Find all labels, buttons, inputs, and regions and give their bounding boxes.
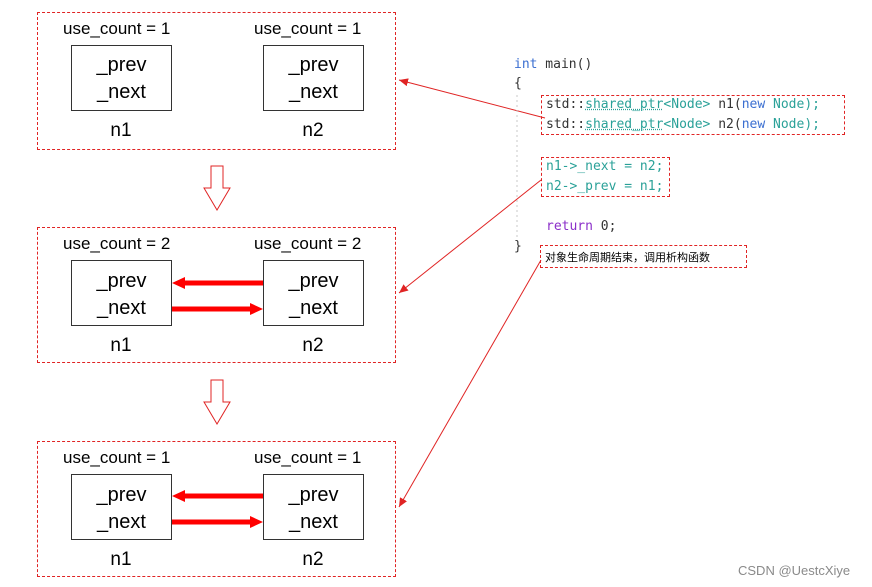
code-main-signature: main()	[537, 57, 593, 72]
down-arrow-1	[203, 165, 231, 211]
n2-prev-field: _prev	[288, 484, 339, 506]
n1-prev-field: _prev	[96, 270, 147, 292]
node-n1-box: _prev _next	[71, 260, 172, 326]
n2-use-count: use_count = 1	[254, 19, 362, 38]
code-return-value: 0;	[592, 219, 617, 234]
n2-label: n2	[302, 335, 324, 356]
n2-use-count: use_count = 2	[254, 234, 362, 253]
code-new: new	[741, 97, 766, 112]
node-n2-box: _prev _next	[263, 45, 364, 111]
code-var: n1(	[710, 97, 742, 112]
code-type: <Node>	[663, 97, 711, 112]
n1-next-field: _next	[97, 511, 146, 533]
destructor-note: 对象生命周期结束，调用析构函数	[545, 251, 710, 264]
prev-pointer-arrowhead-2	[172, 277, 185, 289]
n1-use-count: use_count = 1	[63, 19, 171, 38]
note-box	[540, 245, 747, 268]
code-line-2: std::shared_ptr<Node> n2(new Node);	[546, 117, 820, 132]
n1-use-count: use_count = 1	[63, 448, 171, 467]
code-line-3: n1->_next = n2;	[546, 159, 664, 174]
node-n2-box: _prev _next	[263, 260, 364, 326]
code-highlight-box-2	[541, 157, 670, 197]
state-panel-3	[37, 441, 396, 577]
code-var: n2(	[710, 117, 742, 132]
state-panel-1	[37, 12, 396, 150]
next-pointer-arrowhead-2	[250, 303, 263, 315]
code-highlight-box-1	[541, 95, 845, 135]
code-type: <Node>	[663, 117, 711, 132]
n1-prev-field: _prev	[96, 54, 147, 76]
code-new: new	[741, 117, 766, 132]
watermark: CSDN @UestcXiye	[738, 563, 851, 578]
down-arrow-2	[203, 379, 231, 425]
connector-to-panel-2	[398, 179, 542, 294]
n1-label: n1	[110, 120, 132, 141]
n1-label: n1	[110, 335, 132, 356]
state-panel-2	[37, 227, 396, 363]
n2-prev-field: _prev	[288, 54, 339, 76]
n2-next-field: _next	[289, 297, 338, 319]
n1-label: n1	[110, 549, 132, 570]
n1-prev-field: _prev	[96, 484, 147, 506]
code-keyword-int: int	[514, 57, 538, 72]
code-return-line: return 0;	[546, 219, 616, 234]
node-n2-box: _prev _next	[263, 474, 364, 540]
n1-next-field: _next	[97, 81, 146, 103]
n2-prev-field: _prev	[288, 270, 339, 292]
node-n1-box: _prev _next	[71, 45, 172, 111]
code-end: Node);	[765, 117, 820, 132]
code-return-keyword: return	[546, 219, 593, 234]
code-close-brace: }	[514, 239, 522, 254]
code-ns: std::	[546, 117, 586, 132]
n2-label: n2	[302, 120, 324, 141]
code-template: shared_ptr	[585, 97, 664, 112]
next-pointer-arrowhead-3	[250, 516, 263, 528]
node-n1-box: _prev _next	[71, 474, 172, 540]
n1-use-count: use_count = 2	[63, 234, 171, 253]
connector-to-panel-1	[398, 78, 546, 119]
n2-use-count: use_count = 1	[254, 448, 362, 467]
n2-next-field: _next	[289, 511, 338, 533]
code-template: shared_ptr	[585, 117, 664, 132]
code-line-4: n2->_prev = n1;	[546, 179, 664, 194]
n2-label: n2	[302, 549, 324, 570]
code-open-brace: {	[514, 76, 522, 91]
connector-to-panel-3	[398, 259, 542, 508]
n1-next-field: _next	[97, 297, 146, 319]
n2-next-field: _next	[289, 81, 338, 103]
code-end: Node);	[765, 97, 820, 112]
code-header: int main()	[514, 57, 592, 72]
code-ns: std::	[546, 97, 586, 112]
prev-pointer-arrowhead-3	[172, 490, 185, 502]
code-line-1: std::shared_ptr<Node> n1(new Node);	[546, 97, 820, 112]
